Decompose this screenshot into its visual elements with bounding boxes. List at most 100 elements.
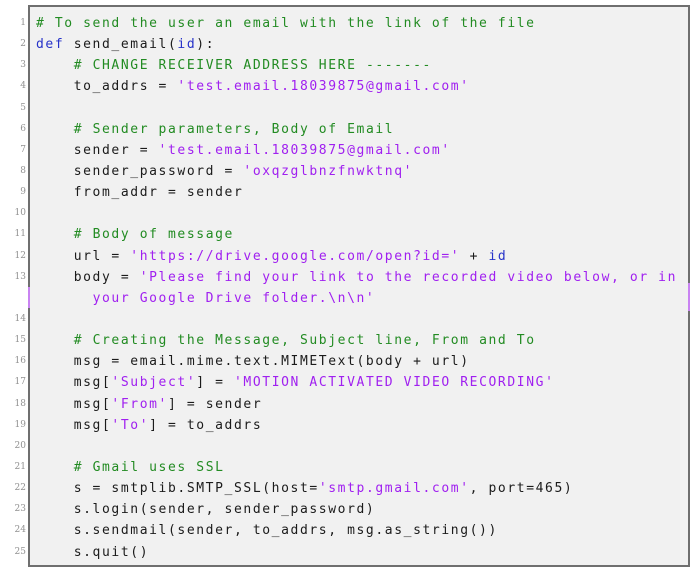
code-line: 2 def send_email(id): (20, 33, 686, 54)
code-token-plain: msg[ (36, 417, 112, 433)
code-token-plain: from_addr = sender (36, 185, 244, 201)
code-token-plain: ] = (196, 375, 234, 391)
code-token-string: 'Please find your link to the recorded v… (139, 269, 678, 285)
line-number: 15 (14, 335, 26, 346)
code-listing: 1 # To send the user an email with the li… (15, 5, 690, 567)
code-token-plain (36, 122, 74, 137)
line-number: 1 (20, 18, 26, 28)
code-token-plain (36, 333, 74, 348)
code-line: 4 to_addrs = 'test.email.18039875@gmail.… (20, 75, 686, 96)
code-line: 18 msg['From'] = sender (15, 393, 686, 414)
code-token-plain: + (460, 248, 489, 264)
code-line: 5 (20, 97, 686, 118)
code-token-string: 'Subject' (111, 375, 197, 391)
code-line: 9 from_addr = sender (20, 181, 686, 202)
code-text: to_addrs = 'test.email.18039875@gmail.co… (36, 79, 470, 94)
code-token-plain: ] = sender (167, 396, 263, 412)
code-text: url = 'https://drive.google.com/open?id=… (36, 249, 507, 264)
code-token-plain: ): (196, 37, 216, 53)
code-text: # Body of message (36, 227, 234, 242)
code-token-plain: , port=465) (469, 481, 574, 497)
code-line: 22 s = smtplib.SMTP_SSL(host='smtp.gmail… (15, 477, 686, 498)
line-number: 8 (20, 165, 26, 176)
code-token-keyword: id (177, 37, 197, 53)
code-text: your Google Drive folder.\n\n' (36, 291, 375, 306)
code-token-string: your Google Drive folder.\n\n' (92, 290, 376, 306)
code-text: s.login(sender, sender_password) (36, 502, 375, 517)
code-token-plain: body = (36, 269, 140, 285)
code-text: msg['To'] = to_addrs (36, 418, 262, 433)
code-text: msg['Subject'] = 'MOTION ACTIVATED VIDEO… (36, 375, 555, 390)
line-number: 16 (14, 356, 26, 367)
line-number: 2 (20, 39, 26, 50)
code-token-plain: ] = to_addrs (149, 417, 263, 433)
code-token-keyword: id (488, 248, 508, 264)
code-token-plain: s.login(sender, sender_password) (36, 502, 376, 518)
code-text: s.quit() (36, 545, 149, 560)
code-text: s = smtplib.SMTP_SSL(host='smtp.gmail.co… (36, 481, 573, 496)
line-number: 17 (14, 377, 26, 388)
code-token-keyword: def (36, 37, 65, 53)
code-line: 20 (15, 435, 686, 456)
code-line: 12 url = 'https://drive.google.com/open?… (15, 245, 686, 266)
code-token-comment: # Gmail uses SSL (73, 459, 225, 475)
code-text: # To send the user an email with the lin… (36, 16, 536, 31)
code-token-comment: # Sender parameters, Body of Email (73, 121, 395, 137)
line-number: 23 (14, 504, 26, 515)
code-token-string: 'MOTION ACTIVATED VIDEO RECORDING' (233, 375, 555, 391)
code-token-plain: s.sendmail(sender, to_addrs, msg.as_stri… (36, 523, 498, 539)
code-line: 10 (15, 202, 686, 223)
code-line: 8 sender_password = 'oxqzglbnzfnwktnq' (20, 160, 686, 181)
code-text: # Gmail uses SSL (36, 460, 225, 475)
code-line: 13 body = 'Please find your link to the … (15, 266, 686, 287)
code-token-string: 'From' (111, 396, 168, 412)
line-number: 12 (14, 250, 26, 261)
code-text: # Creating the Message, Subject line, Fr… (36, 333, 536, 348)
code-token-plain (36, 227, 74, 242)
wrap-marker-left (28, 287, 30, 308)
code-text: sender_password = 'oxqzglbnzfnwktnq' (36, 164, 413, 179)
code-token-string: 'test.email.18039875@gmail.com' (158, 142, 451, 158)
line-number: 25 (14, 546, 26, 557)
line-number: 21 (14, 461, 26, 472)
code-text: msg['From'] = sender (36, 397, 262, 412)
code-token-plain (36, 460, 74, 475)
line-number: 4 (20, 81, 26, 92)
line-number: 13 (14, 271, 26, 282)
line-number: 11 (14, 229, 26, 240)
code-token-plain: msg[ (36, 396, 112, 412)
code-token-plain: s = smtplib.SMTP_SSL(host= (36, 481, 319, 497)
code-token-plain: sender = (36, 142, 159, 158)
code-text: msg = email.mime.text.MIMEText(body + ur… (36, 354, 470, 369)
code-text: # Sender parameters, Body of Email (36, 122, 394, 137)
code-token-plain (36, 291, 93, 306)
code-token-comment: # Creating the Message, Subject line, Fr… (73, 333, 536, 349)
line-number: 22 (14, 483, 26, 494)
code-line: 6 # Sender parameters, Body of Email (20, 118, 686, 139)
code-line: 23 s.login(sender, sender_password) (15, 498, 686, 519)
code-token-plain: to_addrs = (36, 79, 178, 95)
line-number: 7 (20, 144, 26, 155)
line-number: 20 (14, 440, 26, 451)
code-token-plain: s.quit() (36, 544, 150, 560)
code-token-plain: sender_password = (36, 163, 244, 179)
code-text: sender = 'test.email.18039875@gmail.com' (36, 143, 451, 158)
line-number: 6 (20, 123, 26, 134)
code-token-plain: send_email( (64, 37, 178, 53)
code-token-comment: # Body of message (73, 227, 234, 243)
code-token-string: 'To' (111, 417, 150, 433)
code-rows: 1 # To send the user an email with the li… (15, 12, 686, 562)
line-number: 19 (14, 419, 26, 430)
line-number: 5 (20, 102, 26, 113)
code-text: body = 'Please find your link to the rec… (36, 270, 677, 285)
line-number: 14 (14, 313, 26, 324)
code-text: from_addr = sender (36, 185, 243, 200)
line-number: 18 (14, 398, 26, 409)
code-token-string: 'https://drive.google.com/open?id=' (130, 248, 461, 264)
line-number: 3 (20, 60, 26, 71)
line-number: 10 (14, 208, 26, 219)
code-token-string: 'test.email.18039875@gmail.com' (177, 79, 470, 95)
code-line: 7 sender = 'test.email.18039875@gmail.co… (20, 139, 686, 160)
code-line: 19 msg['To'] = to_addrs (15, 414, 686, 435)
